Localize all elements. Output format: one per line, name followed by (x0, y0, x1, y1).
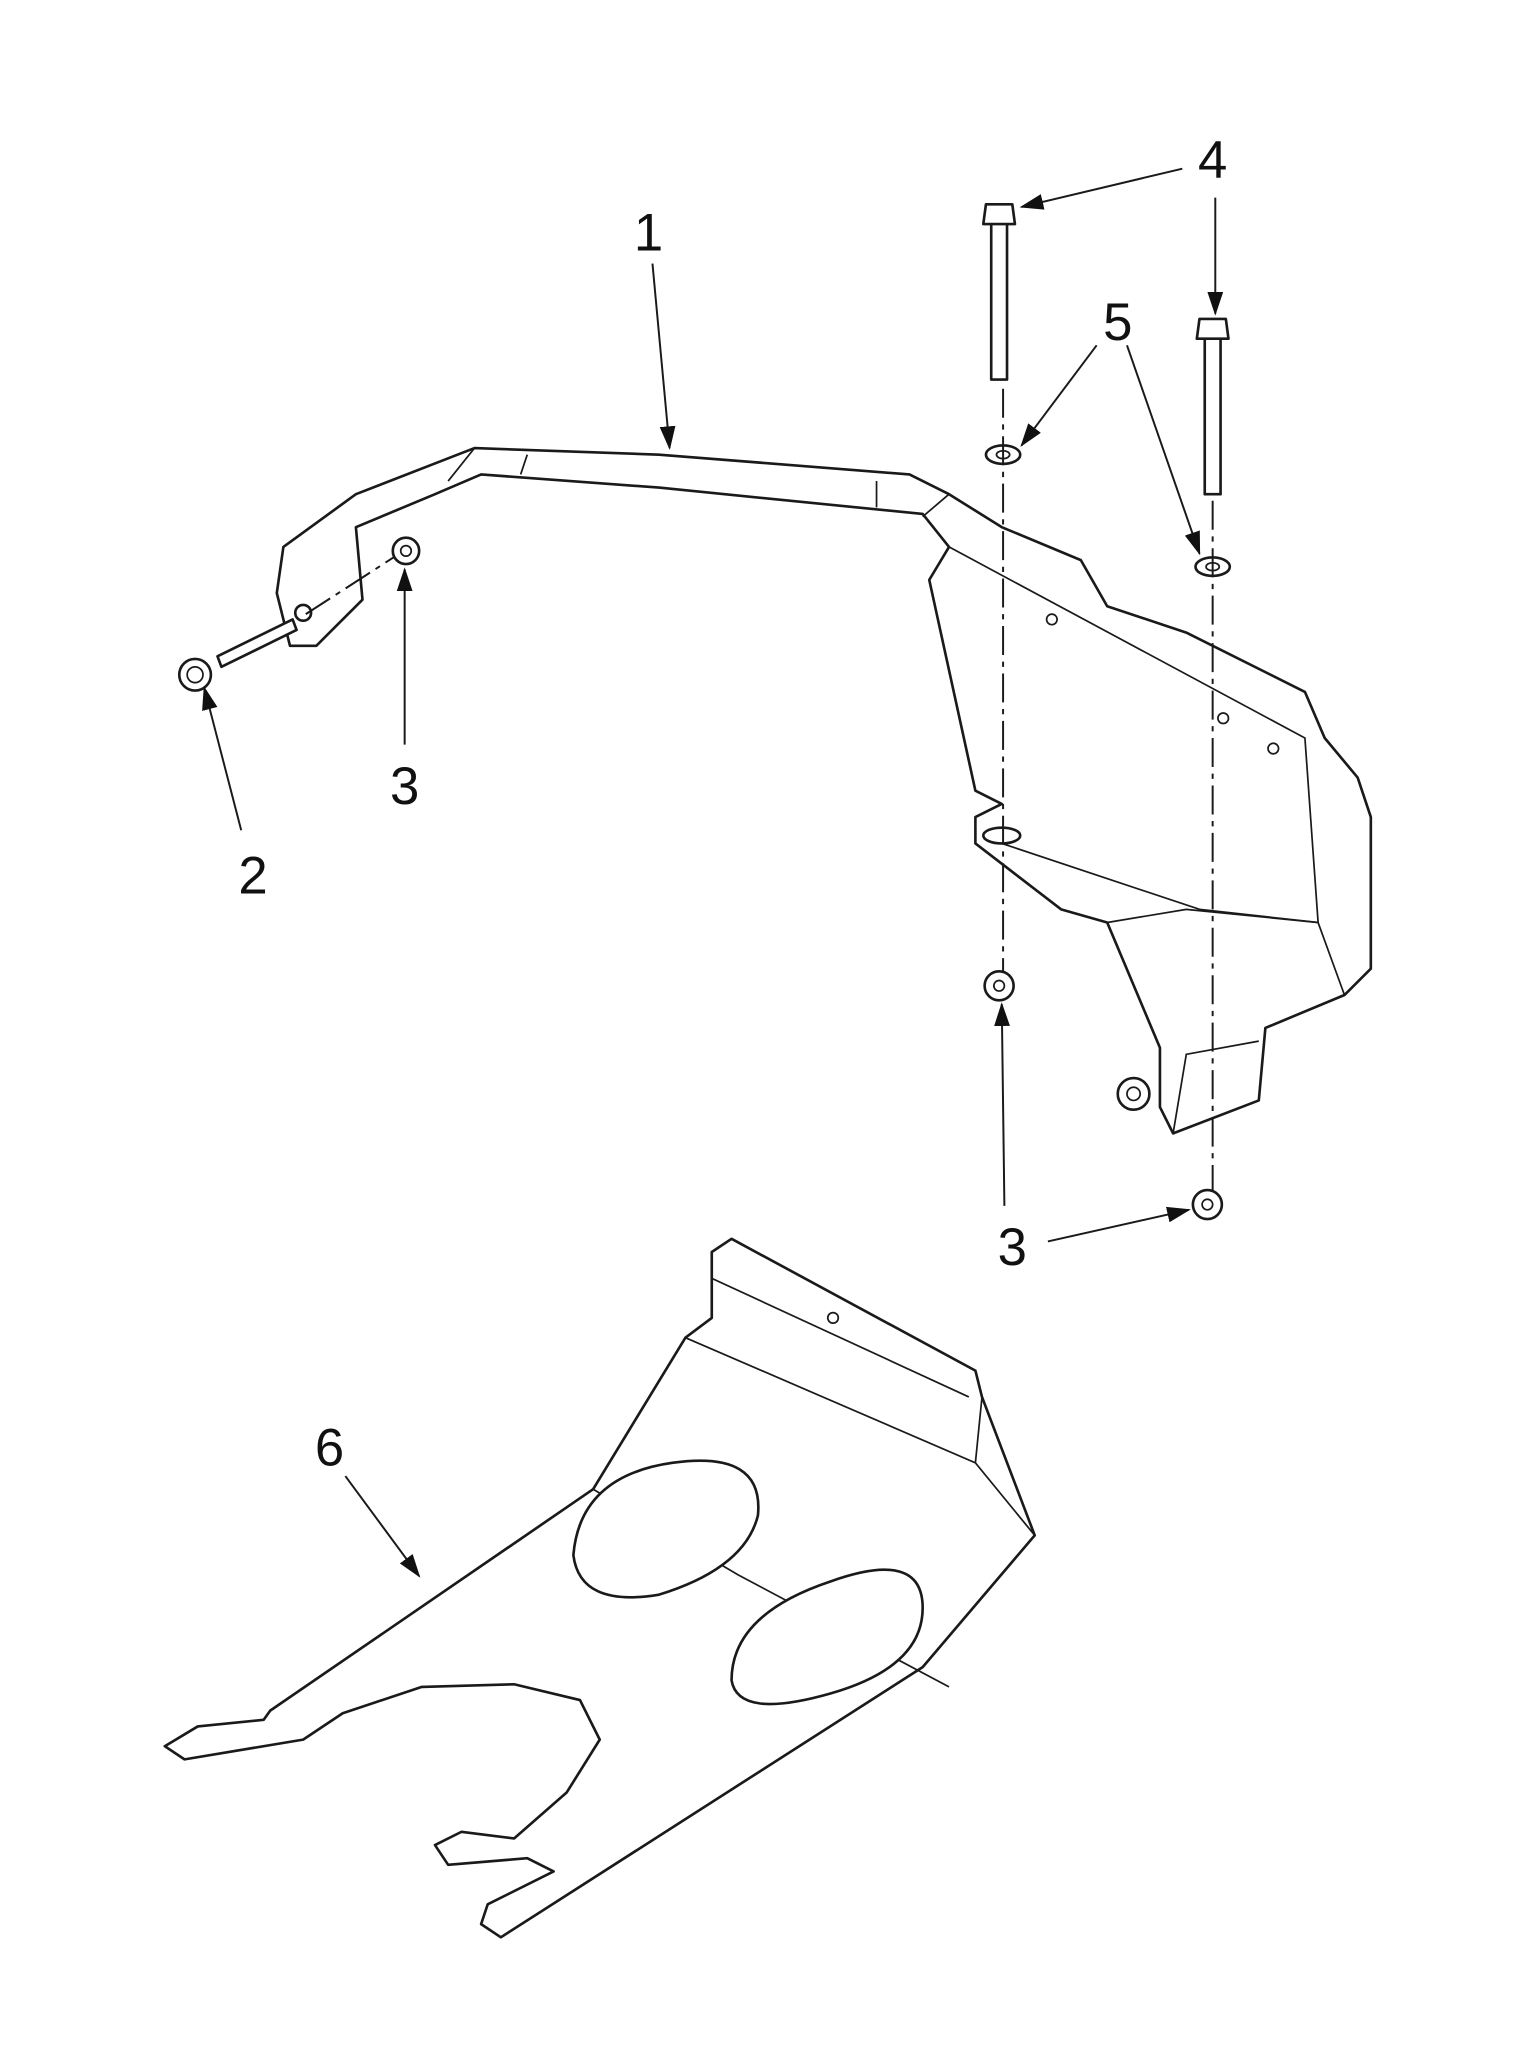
base-plate (163, 1237, 1037, 1939)
long-bolt-icon (981, 202, 1017, 381)
callout-3-left: 3 (390, 757, 419, 816)
callout-6: 6 (315, 1418, 344, 1477)
callout-2: 2 (238, 847, 267, 906)
callout-3-lower: 3 (998, 1218, 1027, 1277)
guard-bracket (275, 446, 1373, 1135)
nut-icon (983, 969, 1015, 1002)
nut-icon (1116, 1076, 1151, 1111)
nut-icon (391, 536, 421, 566)
nut-icon (1191, 1188, 1224, 1221)
callout-5: 5 (1103, 293, 1132, 352)
callout-1: 1 (634, 203, 663, 262)
callout-4: 4 (1198, 131, 1227, 190)
long-bolt-icon (1195, 317, 1230, 496)
bolt-icon (177, 618, 298, 692)
